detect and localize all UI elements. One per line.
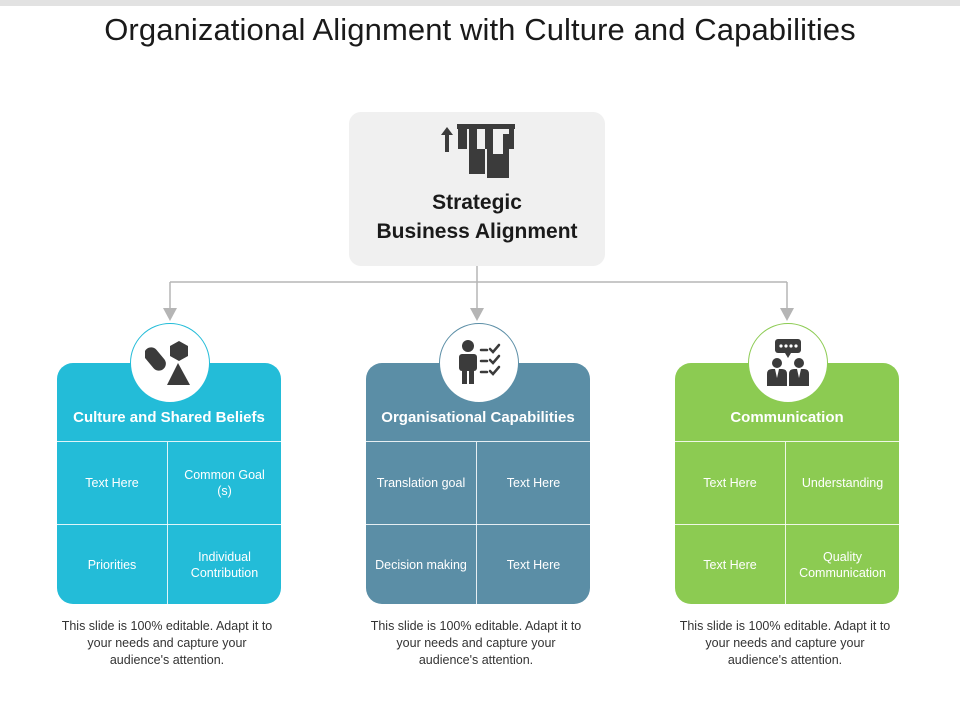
grid-cell: Text Here	[703, 476, 757, 490]
grid-divider-horizontal	[366, 524, 590, 525]
grid-cell: Understanding	[801, 476, 884, 490]
communication-card: Communication Text Here Understanding Te…	[675, 363, 899, 604]
strategic-alignment-box: Strategic Business Alignment	[349, 112, 605, 266]
root-label-line2: Business Alignment	[376, 220, 578, 243]
grid-cell: Decision making	[375, 558, 467, 572]
grid-divider-vertical	[167, 442, 168, 604]
card-title: Culture and Shared Beliefs	[73, 409, 265, 426]
culture-card: Culture and Shared Beliefs Text Here Com…	[57, 363, 281, 604]
business-alignment-icon	[441, 124, 515, 178]
card-grid: Translation goal Text Here Decision maki…	[366, 441, 590, 604]
top-bar	[0, 0, 960, 6]
grid-cell: Quality Communication	[799, 550, 886, 580]
culture-icon-circle	[130, 323, 210, 403]
card-grid: Text Here Common Goal (s) Priorities Ind…	[57, 441, 281, 604]
grid-cell: Text Here	[85, 476, 139, 490]
grid-divider-horizontal	[675, 524, 899, 525]
card-title: Communication	[730, 409, 844, 426]
grid-cell: Text Here	[506, 558, 561, 572]
root-label: Strategic Business Alignment	[349, 188, 605, 246]
grid-cell: Text Here	[506, 476, 561, 490]
grid-divider-vertical	[785, 442, 786, 604]
card-note: This slide is 100% editable. Adapt it to…	[61, 619, 273, 667]
card-grid: Text Here Understanding Text Here Qualit…	[675, 441, 899, 604]
card-title: Organisational Capabilities	[381, 409, 575, 426]
slide-title: Organizational Alignment with Culture an…	[104, 12, 856, 47]
communication-icon-circle	[748, 323, 828, 403]
card-note: This slide is 100% editable. Adapt it to…	[370, 619, 582, 667]
grid-cell: Translation goal	[376, 476, 466, 490]
capabilities-icon-circle	[439, 323, 519, 403]
card-note: This slide is 100% editable. Adapt it to…	[679, 619, 891, 667]
shapes-icon	[145, 341, 190, 385]
capabilities-card: Organisational Capabilities Translation …	[366, 363, 590, 604]
two-people-chat-icon	[767, 339, 809, 386]
grid-cell: Common Goal (s)	[184, 468, 265, 498]
root-label-line1: Strategic	[432, 191, 522, 214]
grid-divider-horizontal	[57, 524, 281, 525]
grid-cell: Priorities	[87, 558, 137, 572]
person-checklist-icon	[459, 340, 501, 384]
grid-divider-vertical	[476, 442, 477, 604]
grid-cell: Text Here	[703, 558, 757, 572]
grid-cell: Individual Contribution	[190, 550, 259, 580]
